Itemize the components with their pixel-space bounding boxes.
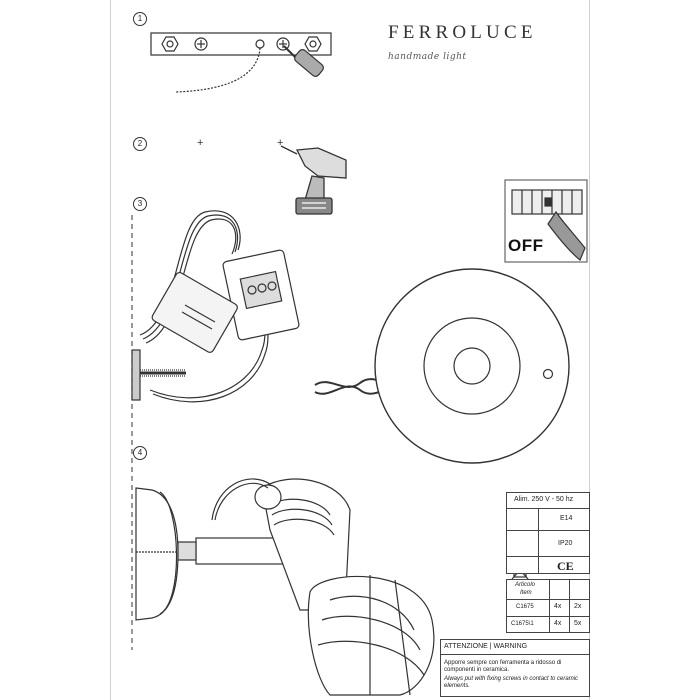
brand-name: FERROLUCE [388,22,537,43]
ce-mark: CE [557,559,574,573]
spec-divider [506,508,589,509]
article-header: Articolo [515,582,536,588]
power-drill-icon [280,145,347,215]
supply-spec: Alim. 250 V - 50 hz [514,496,574,503]
lamp-head [211,478,351,611]
table-row-qty-a: 4x [554,620,562,627]
table-row-code: C1675 [516,604,534,610]
table-col-divider [569,579,570,632]
table-row-qty-b: 5x [574,620,582,627]
protection-spec: IP20 [558,540,573,547]
cable-wire [175,47,261,93]
step-1-marker: 1 [133,12,147,26]
switch-off-label: OFF [508,236,544,255]
breaker-panel [504,179,588,263]
warning-text-en: Always put with fixing screws in contact… [444,676,579,689]
page-border-left [110,0,111,700]
warning-divider [440,654,589,655]
canopy-hub [453,347,491,385]
item-header: Item [520,590,532,596]
cage-guard [307,575,435,696]
warning-box [440,639,590,697]
canopy-inner-ring [423,317,521,415]
brand-tagline: handmade light [388,52,467,62]
table-row-qty-a: 4x [554,603,562,610]
spec-divider [506,556,589,557]
drill-mark-right: + [277,137,284,149]
terminal-block [222,249,300,341]
hex-nut-icon [304,36,322,52]
table-row-divider [506,616,589,617]
screwdriver-icon [283,45,324,77]
wall-canopy-side [135,487,179,621]
table-row-divider [506,599,589,600]
warning-text-it: Apporre sempre con ferramenta a ridosso … [444,660,562,673]
step-2-marker: 2 [133,137,147,151]
arm-nut [177,541,197,561]
screw-head-icon [194,37,208,51]
canopy-screw-hole [542,368,554,380]
step-3-marker: 3 [133,197,147,211]
hand-icon [547,210,586,261]
spec-column-divider [538,508,539,573]
table-row-code: C1675\1 [511,621,534,627]
step-4-marker: 4 [133,446,147,460]
table-row-qty-b: 2x [574,603,582,610]
table-col-divider [549,579,550,632]
wall-plate [131,349,141,401]
socket-spec: E14 [560,515,573,522]
page-border-right [589,0,590,700]
spec-divider [506,530,589,531]
junction-box [151,271,238,353]
hex-nut-icon [161,36,179,52]
drill-mark-left: + [197,137,204,149]
canopy-plate [374,268,570,464]
screw-head-icon [276,37,290,51]
warning-title: ATTENZIONE | WARNING [444,643,528,650]
spec-box [506,492,590,574]
parts-table [506,579,590,633]
ceramic-socket [254,484,282,510]
